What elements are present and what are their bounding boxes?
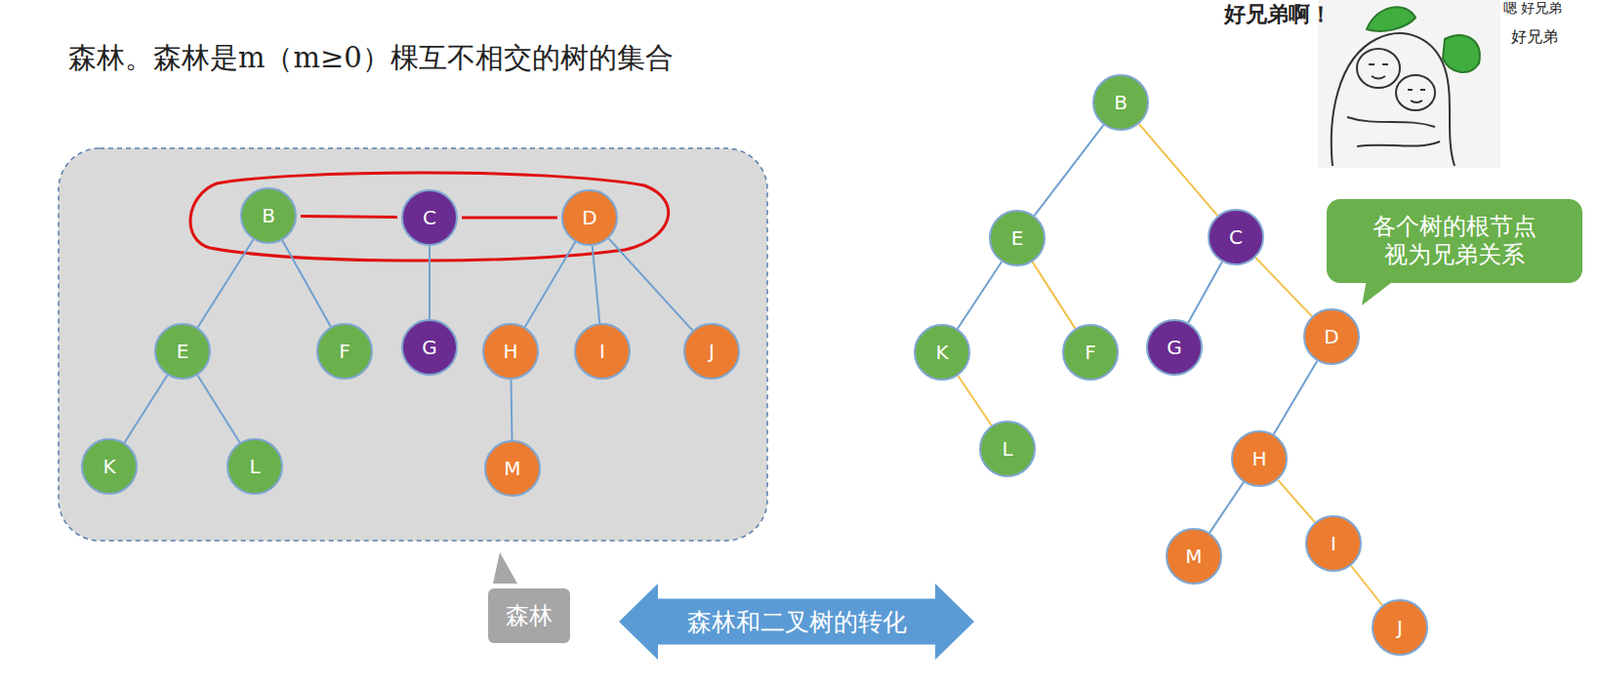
tree-node: H <box>482 323 539 380</box>
tree-node: D <box>561 189 618 247</box>
meme-text: 好兄弟啊！ <box>1224 0 1332 30</box>
tree-edge <box>1139 123 1218 216</box>
tree-edge <box>957 375 991 426</box>
node-letter: H <box>1251 447 1267 471</box>
node-letter: M <box>503 456 521 481</box>
sibling-link <box>461 216 558 220</box>
tree-node: J <box>683 323 740 380</box>
node-letter: B <box>1113 90 1128 115</box>
tree-edge <box>1188 261 1223 323</box>
callout-box: 森林 <box>488 588 571 644</box>
tree-edge <box>282 240 331 327</box>
node-letter: J <box>708 339 715 364</box>
tree-node: K <box>81 438 138 495</box>
tree-edge <box>609 238 694 330</box>
tree-node: C <box>401 189 458 247</box>
node-letter: E <box>176 339 190 364</box>
node-letter: E <box>1011 226 1025 250</box>
tree-edge <box>525 242 575 328</box>
tree-node: M <box>1165 528 1223 585</box>
tree-edge <box>1209 482 1244 534</box>
node-letter: I <box>599 339 606 364</box>
tree-edge <box>198 240 254 329</box>
slide-title: 森林。森林是m（m≥0）棵互不相交的树的集合 <box>68 39 674 79</box>
tree-node: L <box>979 420 1036 478</box>
node-letter: L <box>1001 437 1013 461</box>
meme-text: 嗯 好兄弟 <box>1503 0 1562 18</box>
tree-edge <box>1032 261 1076 329</box>
node-letter: K <box>935 340 948 365</box>
node-letter: B <box>261 204 276 228</box>
tree-edge <box>510 379 512 441</box>
tree-edge <box>124 374 168 443</box>
tree-node: H <box>1230 430 1288 488</box>
tree-node: G <box>401 319 458 376</box>
tree-edge <box>1273 361 1317 435</box>
node-letter: L <box>248 454 260 479</box>
tree-edge <box>1277 480 1315 523</box>
node-letter: J <box>1396 615 1403 640</box>
tree-edge <box>197 375 240 444</box>
tree-node: E <box>988 209 1046 267</box>
forest-panel <box>58 148 768 541</box>
tree-node: F <box>1062 324 1119 381</box>
node-letter: M <box>1185 544 1202 569</box>
tree-node: K <box>913 324 971 381</box>
tree-edge <box>592 246 601 324</box>
tree-edge <box>1351 566 1383 607</box>
double-arrow: 森林和二叉树的转化 <box>618 583 975 660</box>
tree-node: C <box>1207 208 1265 266</box>
tree-node: E <box>154 323 211 380</box>
meme-sketch <box>1317 0 1501 168</box>
callout-text: 各个树的根节点视为兄弟关系 <box>1368 212 1541 270</box>
sibling-link <box>300 215 398 217</box>
node-letter: I <box>1330 532 1337 556</box>
tree-node: F <box>316 323 373 380</box>
node-letter: D <box>581 205 597 230</box>
tree-node: G <box>1146 319 1203 376</box>
tree-node: M <box>484 440 541 497</box>
node-letter: F <box>1084 340 1097 365</box>
tree-edge <box>1034 124 1105 216</box>
tree-node: L <box>226 438 284 495</box>
callout-text: 森林 <box>505 600 553 632</box>
tree-edge <box>1255 257 1313 317</box>
callout-box: 各个树的根节点视为兄弟关系 <box>1326 199 1583 284</box>
node-letter: G <box>421 335 438 360</box>
tree-edge <box>957 261 1002 329</box>
tree-node: B <box>1092 74 1149 131</box>
tree-node: I <box>574 323 631 380</box>
node-letter: D <box>1323 325 1339 349</box>
node-letter: F <box>338 339 351 364</box>
node-letter: G <box>1166 335 1183 360</box>
callout-pointer <box>1361 279 1396 306</box>
node-letter: K <box>102 454 116 479</box>
tree-node: I <box>1305 515 1362 573</box>
tree-edge <box>428 246 431 320</box>
callout-pointer <box>492 552 518 584</box>
node-letter: C <box>1229 225 1243 249</box>
node-letter: H <box>502 339 518 364</box>
tree-node: J <box>1371 599 1429 657</box>
node-letter: C <box>422 205 437 230</box>
tree-node: D <box>1303 308 1360 366</box>
tree-node: B <box>240 187 297 245</box>
meme-text: 好兄弟 <box>1511 27 1559 48</box>
arrow-text: 森林和二叉树的转化 <box>687 606 907 639</box>
